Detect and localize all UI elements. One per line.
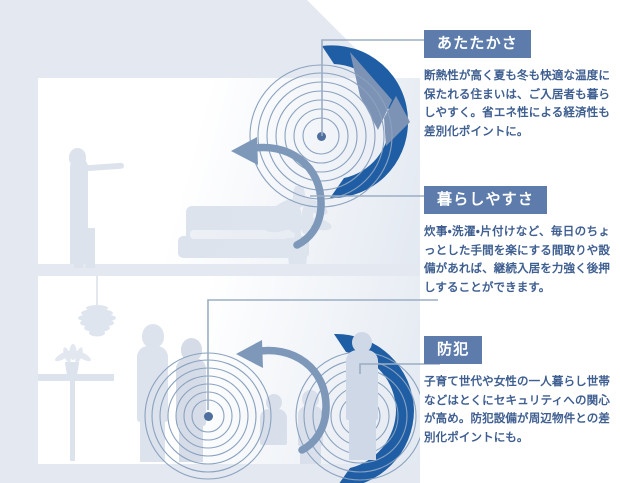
table-plant-leaves-silhouette	[55, 344, 91, 363]
callout-warmth-body: 断熱性が高く夏も冬も快適な温度に保たれる住まいは、ご入居者も暮らしやすく。省エネ…	[424, 70, 610, 138]
person-arm-silhouette	[83, 162, 125, 172]
callout-warmth: あたたかさ 断熱性が高く夏も冬も快適な温度に保たれる住まいは、ご入居者も暮らしや…	[424, 30, 620, 142]
side-table-leg-silhouette	[70, 381, 75, 461]
person-head-silhouette	[69, 148, 86, 166]
callout-crime-prevention-badge: 防犯	[424, 336, 483, 364]
callout-warmth-badge: あたたかさ	[424, 30, 532, 58]
warmth-curved-arrow	[231, 137, 325, 249]
side-table-top-silhouette	[38, 374, 114, 381]
person-leg-2-silhouette	[86, 228, 95, 268]
callout-crime-prevention: 防犯 子育て世代や女性の一人暮らし世帯などはとくにセキュリティへの関心が高め。防…	[424, 336, 620, 448]
resident-legs-silhouette	[349, 416, 376, 460]
person-leg-silhouette	[74, 228, 83, 268]
callout-livability: 暮らしやすさ 炊事・洗濯・片付けなど、毎日のちょっとした手間を楽にする間取りや設…	[424, 186, 620, 298]
callout-livability-badge: 暮らしやすさ	[424, 186, 548, 214]
resident-body-silhouette	[346, 350, 378, 420]
callout-column: あたたかさ 断熱性が高く夏も冬も快適な温度に保たれる住まいは、ご入居者も暮らしや…	[424, 0, 620, 483]
pendant-lamp-silhouette	[78, 305, 116, 337]
illustration-area	[0, 0, 420, 483]
callout-crime-prevention-body: 子育て世代や女性の一人暮らし世帯などはとくにセキュリティへの関心が高め。防犯設備…	[424, 376, 610, 444]
adult-head-silhouette	[142, 324, 164, 348]
crime-curved-arrow	[236, 340, 330, 454]
callout-livability-body: 炊事・洗濯・片付けなど、毎日のちょっとした手間を楽にする間取りや設備があれば、継…	[424, 226, 610, 294]
crime-ripple-center-dot	[204, 412, 213, 421]
warmth-ripple-center-dot	[317, 132, 326, 141]
